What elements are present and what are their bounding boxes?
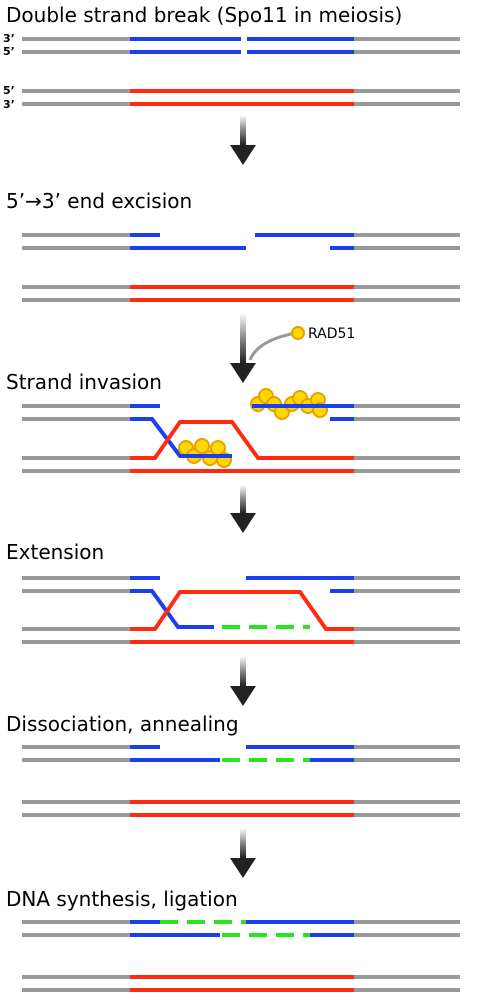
broken-duplex: [22, 37, 460, 54]
annealed-duplex: [22, 745, 460, 762]
d-loop-duplex: [22, 590, 460, 644]
rad51-bead-icon: [291, 326, 305, 340]
invading-blue-strand: [130, 589, 214, 629]
resected-duplex: [22, 233, 460, 250]
step-title-1: Double strand break (Spo11 in meiosis): [6, 3, 402, 27]
step-title-4: Extension: [6, 540, 104, 564]
strand-end-label: 3’: [3, 98, 15, 111]
step-extension: Extension: [6, 540, 460, 644]
homolog-duplex: [22, 975, 460, 992]
rad51-pointer: [248, 331, 297, 361]
down-arrow-icon: [230, 115, 256, 165]
down-arrow-icon: [230, 656, 256, 706]
step-dissociation-annealing: Dissociation, annealing: [6, 712, 460, 817]
rad51-filament-upper: [250, 388, 352, 420]
strand-end-label: 3’: [3, 32, 15, 45]
step-title-6: DNA synthesis, ligation: [6, 887, 238, 911]
strand-end-label: 5’: [3, 45, 15, 58]
rad51-bead-icon: [194, 438, 210, 454]
d-loop-red-strand: [130, 420, 354, 460]
step-title-5: Dissociation, annealing: [6, 712, 239, 736]
invading-duplex: [22, 404, 460, 458]
invading-duplex: [22, 576, 460, 629]
rad51-callout: RAD51: [248, 326, 355, 361]
rad51-label: RAD51: [308, 326, 355, 342]
homolog-duplex: [22, 285, 460, 302]
d-loop-duplex: [22, 420, 460, 473]
rad51-filament-lower: [178, 438, 232, 468]
d-loop-red-strand: [130, 590, 354, 631]
homolog-duplex: [22, 800, 460, 817]
step-strand-invasion: Strand invasion: [6, 370, 460, 473]
step-title-2: 5’→3’ end excision: [6, 189, 192, 213]
down-arrow-icon: [230, 828, 256, 878]
down-arrow-icon: [230, 313, 256, 383]
step-end-excision: 5’→3’ end excision: [6, 189, 460, 302]
down-arrow-icon: [230, 485, 256, 533]
repaired-duplex: [22, 920, 460, 937]
step-title-3: Strand invasion: [6, 370, 162, 394]
strand-end-label: 5’: [3, 84, 15, 97]
step-double-strand-break: Double strand break (Spo11 in meiosis) 3…: [3, 3, 460, 111]
step-synthesis-ligation: DNA synthesis, ligation: [6, 887, 460, 992]
homolog-duplex: [22, 89, 460, 106]
